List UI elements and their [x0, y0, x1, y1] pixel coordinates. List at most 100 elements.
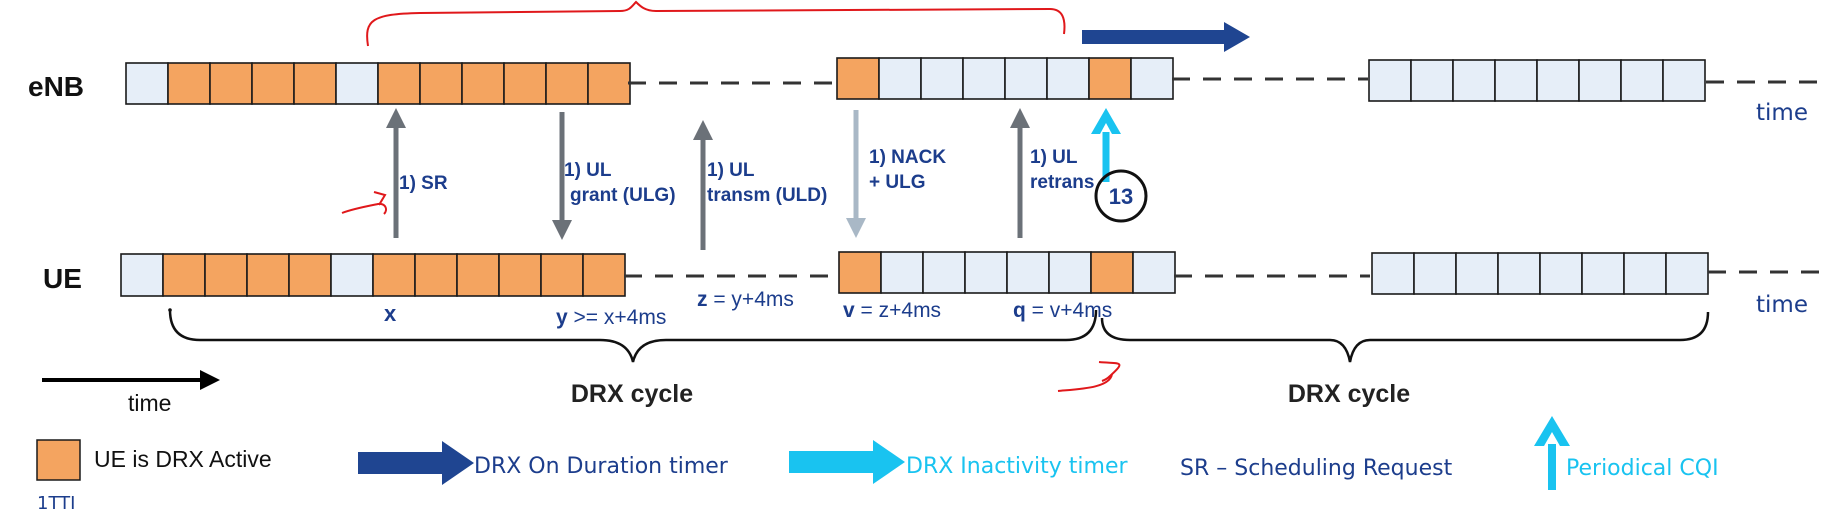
tti-cell-active	[372, 253, 416, 297]
tti-cell-active	[209, 62, 253, 105]
timing-x: x	[384, 301, 397, 326]
ue-time-label: time	[1756, 292, 1808, 318]
legend-inactivity-label: DRX Inactivity timer	[906, 454, 1129, 479]
tti-cell-idle	[880, 251, 924, 294]
nack-label-2: + ULG	[869, 172, 925, 193]
drx-cycle-label-2: DRX cycle	[1288, 380, 1410, 408]
tti-cell-active	[587, 62, 631, 105]
tti-cell-idle	[1048, 251, 1092, 294]
enb-label: eNB	[28, 71, 84, 102]
tti-cell-idle	[1004, 57, 1048, 100]
tti-cell-idle	[1536, 59, 1580, 102]
red-scribble-arrow	[341, 202, 387, 215]
tti-cell-idle	[1410, 59, 1454, 102]
tti-cell-active	[836, 57, 880, 100]
timing-v: v = z+4ms	[843, 299, 941, 322]
drx-cycle-brace-2	[1100, 311, 1710, 363]
tti-cell-active	[1088, 57, 1132, 100]
legend-sr-definition: SR – Scheduling Request	[1180, 456, 1453, 481]
ue-tti-group-3	[1371, 252, 1709, 295]
tti-cell-idle	[1581, 252, 1625, 295]
legend-tti-label: 1TTI	[37, 493, 75, 514]
legend-on-duration-label: DRX On Duration timer	[474, 454, 729, 479]
red-scribble-arrow-head	[373, 191, 387, 206]
ul-transm-label-1: 1) UL	[707, 160, 755, 181]
tti-cell-active	[838, 251, 882, 294]
tti-cell-active	[414, 253, 458, 297]
tti-cell-idle	[1497, 252, 1541, 295]
tti-cell-active	[461, 62, 505, 105]
tti-cell-idle	[1620, 59, 1664, 102]
legend-cqi-arrow-head	[1534, 416, 1570, 446]
tti-cell-active	[162, 253, 206, 297]
tti-cell-idle	[1623, 252, 1667, 295]
drx-cycle-brace-1	[168, 309, 1098, 363]
legend-sr-abbrev: SR	[1180, 456, 1209, 481]
legend-active-label: UE is DRX Active	[94, 446, 272, 472]
tti-cell-idle	[922, 251, 966, 294]
legend-time-label: time	[128, 390, 171, 416]
tti-cell-active	[167, 62, 211, 105]
legend-active-swatch	[36, 439, 81, 481]
legend-inactivity-arrow	[789, 440, 905, 484]
tti-cell-idle	[1662, 59, 1706, 102]
cqi-arrow-diagram-head	[1091, 108, 1121, 134]
legend-cqi-label: Periodical CQI	[1566, 456, 1719, 481]
timing-y-var: y	[556, 306, 568, 329]
timing-z: z = y+4ms	[697, 288, 794, 311]
timing-v-rest: = z+4ms	[855, 299, 941, 322]
red-hook-annotation	[1098, 361, 1121, 382]
on-duration-arrow-top	[1082, 22, 1250, 52]
tti-cell-idle	[962, 57, 1006, 100]
tti-cell-idle	[1130, 57, 1174, 100]
enb-time-label: time	[1756, 100, 1808, 126]
legend-sr-rest: – Scheduling Request	[1209, 456, 1452, 481]
timing-v-var: v	[843, 299, 855, 322]
ul-transm-label-2: transm (ULD)	[707, 185, 827, 206]
tti-cell-idle	[125, 62, 169, 105]
tti-cell-idle	[335, 62, 379, 105]
tti-cell-active	[582, 253, 626, 297]
tti-cell-active	[545, 62, 589, 105]
retrans-label-1: 1) UL	[1030, 147, 1078, 168]
timing-z-var: z	[697, 288, 708, 311]
ue-tti-group-1	[120, 253, 626, 297]
enb-tti-group-2	[836, 57, 1174, 100]
timing-z-rest: = y+4ms	[708, 288, 794, 311]
ul-grant-label-1: 1) UL	[564, 160, 612, 181]
tti-cell-idle	[1494, 59, 1538, 102]
tti-cell-idle	[1578, 59, 1622, 102]
ue-timeline: time	[120, 251, 1822, 318]
tti-cell-idle	[1539, 252, 1583, 295]
annotation-number: 13	[1109, 184, 1133, 209]
tti-cell-active	[456, 253, 500, 297]
tti-cell-idle	[1368, 59, 1412, 102]
timing-q-rest: = v+4ms	[1026, 299, 1112, 322]
tti-cell-idle	[1452, 59, 1496, 102]
tti-cell-active	[293, 62, 337, 105]
ue-label: UE	[43, 263, 82, 294]
timing-q: q = v+4ms	[1013, 299, 1112, 322]
drx-cycle-label-1: DRX cycle	[571, 380, 693, 408]
ue-tti-group-2	[838, 251, 1176, 294]
tti-cell-idle	[878, 57, 922, 100]
enb-tti-group-3	[1368, 59, 1706, 102]
tti-cell-active	[377, 62, 421, 105]
tti-cell-idle	[920, 57, 964, 100]
tti-cell-active	[204, 253, 248, 297]
tti-cell-idle	[120, 253, 164, 297]
top-brace-annotation	[366, 0, 1066, 47]
tti-cell-active	[503, 62, 547, 105]
timing-q-var: q	[1013, 299, 1026, 322]
brace-start-dot	[168, 308, 172, 312]
tti-cell-idle	[1413, 252, 1457, 295]
annotation-circle	[1094, 169, 1148, 223]
tti-cell-idle	[1132, 251, 1176, 294]
timing-y: y >= x+4ms	[556, 306, 666, 329]
tti-cell-active	[288, 253, 332, 297]
ul-grant-label-2: grant (ULG)	[570, 185, 676, 206]
nack-label-1: 1) NACK	[869, 147, 946, 168]
enb-tti-group-1	[125, 62, 631, 105]
tti-cell-active	[1090, 251, 1134, 294]
